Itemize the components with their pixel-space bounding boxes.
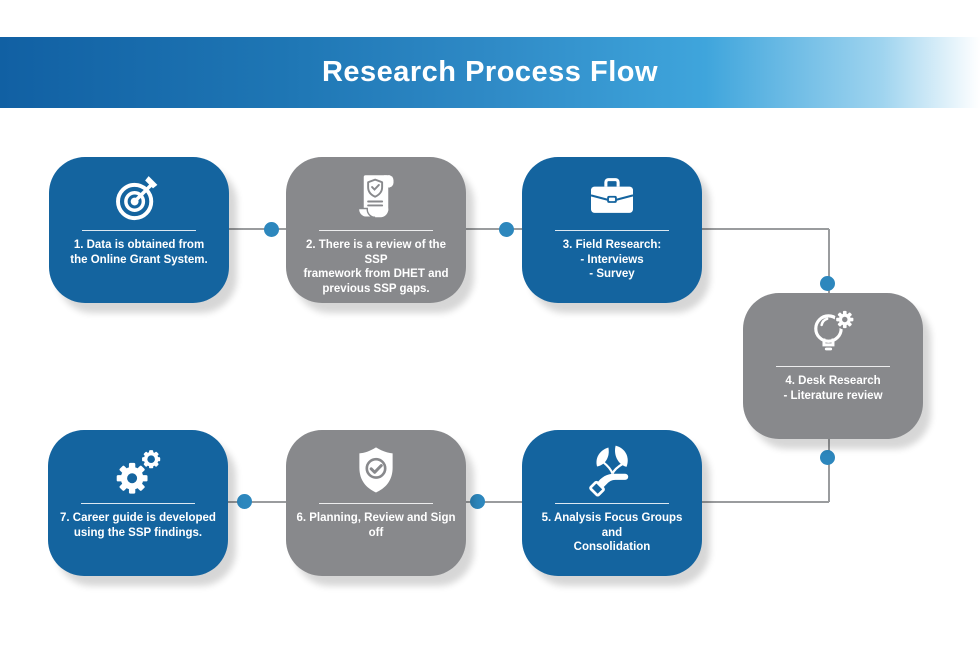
connector-line (702, 501, 829, 503)
title-banner: Research Process Flow (0, 37, 980, 108)
divider (555, 503, 669, 504)
scroll-certificate-icon (348, 172, 404, 224)
target-dart-icon (111, 172, 167, 224)
divider (319, 230, 433, 231)
shield-check-icon (348, 445, 404, 497)
connector-dot (470, 494, 485, 509)
step-label: 2. There is a review of the SSP framewor… (303, 239, 449, 296)
hand-leaf-icon (583, 445, 641, 497)
connector-line (466, 228, 522, 230)
divider (82, 230, 196, 231)
connector-line (702, 228, 829, 230)
connector-dot (820, 450, 835, 465)
page-title: Research Process Flow (321, 56, 659, 88)
gears-icon (109, 445, 167, 497)
lightbulb-gear-icon (804, 308, 862, 360)
step-label: 3. Field Research: - Interviews - Survey (562, 239, 662, 281)
divider (81, 503, 195, 504)
divider (555, 230, 669, 231)
step-label: 6. Planning, Review and Sign off (296, 512, 456, 539)
connector-dot (499, 222, 514, 237)
step-card-1: 1. Data is obtained from the Online Gran… (49, 157, 229, 303)
step-card-2: 2. There is a review of the SSP framewor… (286, 157, 466, 303)
connector-line (828, 439, 830, 502)
step-label: 4. Desk Research - Literature review (783, 375, 883, 402)
step-card-5: 5. Analysis Focus Groups and Consolidati… (522, 430, 702, 576)
step-card-6: 6. Planning, Review and Sign off (286, 430, 466, 576)
connector-dot (264, 222, 279, 237)
briefcase-icon (584, 172, 640, 224)
connector-line (229, 228, 286, 230)
step-card-7: 7. Career guide is developed using the S… (48, 430, 228, 576)
connector-dot (820, 276, 835, 291)
connector-line (228, 501, 286, 503)
step-label: 5. Analysis Focus Groups and Consolidati… (541, 512, 683, 554)
connector-line (828, 229, 830, 293)
connector-line (466, 501, 523, 503)
divider (776, 366, 890, 367)
step-label: 7. Career guide is developed using the S… (60, 512, 216, 539)
step-label: 1. Data is obtained from the Online Gran… (70, 239, 208, 266)
connector-dot (237, 494, 252, 509)
divider (319, 503, 433, 504)
step-card-4: 4. Desk Research - Literature review (743, 293, 923, 439)
step-card-3: 3. Field Research: - Interviews - Survey (522, 157, 702, 303)
